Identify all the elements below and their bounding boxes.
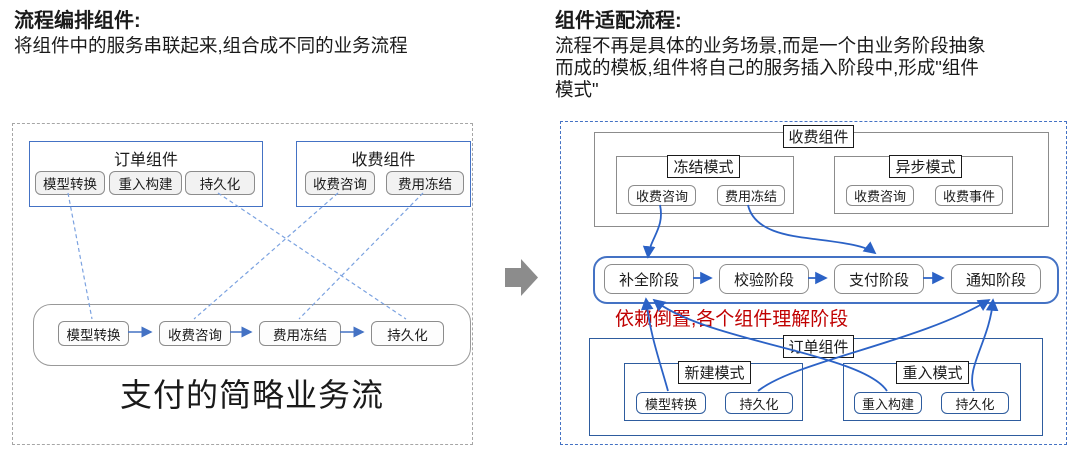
flow-step: 费用冻结 — [259, 321, 341, 346]
right-order-component-label: 订单组件 — [783, 335, 854, 358]
right-title: 组件适配流程: — [555, 10, 682, 32]
left-subtitle: 将组件中的服务串联起来,组合成不同的业务流程 — [14, 35, 408, 56]
right-charge-component-label: 收费组件 — [783, 125, 854, 148]
service-chip: 重入构建 — [109, 171, 182, 195]
stage-box: 补全阶段 — [604, 264, 694, 294]
service-chip: 模型转换 — [636, 392, 706, 414]
flow-step: 持久化 — [371, 321, 444, 346]
new-mode-label: 新建模式 — [678, 361, 751, 384]
freeze-mode-label: 冻结模式 — [667, 155, 740, 178]
right-header: 组件适配流程: 流程不再是具体的业务场景,而是一个由业务阶段抽象 而成的模板,组… — [555, 8, 1075, 101]
left-caption: 支付的简略业务流 — [119, 377, 384, 413]
left-order-component-title: 订单组件 — [113, 152, 178, 169]
left-header: 流程编排组件: 将组件中的服务串联起来,组合成不同的业务流程 — [14, 8, 494, 57]
left-order-component-box: 订单组件 模型转换 重入构建 持久化 — [29, 141, 263, 207]
right-subtitle: 流程不再是具体的业务场景,而是一个由业务阶段抽象 而成的模板,组件将自己的服务插… — [555, 35, 986, 100]
service-chip: 费用冻结 — [386, 171, 464, 195]
service-chip: 收费事件 — [935, 185, 1003, 206]
reentry-mode-label: 重入模式 — [896, 361, 969, 384]
flow-step: 模型转换 — [58, 321, 129, 346]
stage-box: 通知阶段 — [951, 264, 1041, 294]
service-chip: 费用冻结 — [717, 185, 785, 206]
stage-box: 校验阶段 — [719, 264, 809, 294]
service-chip: 收费咨询 — [846, 185, 914, 206]
dependency-inversion-note: 依赖倒置,各个组件理解阶段 — [615, 309, 849, 330]
left-title: 流程编排组件: — [14, 10, 141, 32]
service-chip: 持久化 — [185, 171, 255, 195]
service-chip: 模型转换 — [35, 171, 105, 195]
service-chip: 持久化 — [941, 392, 1009, 414]
left-charge-component-title: 收费组件 — [351, 152, 416, 169]
async-mode-label: 异步模式 — [889, 155, 962, 178]
service-chip: 重入构建 — [854, 392, 922, 414]
stage-box: 支付阶段 — [834, 264, 924, 294]
service-chip: 持久化 — [725, 392, 793, 414]
panel-transition-arrow-icon — [505, 259, 538, 296]
left-charge-component-box: 收费组件 收费咨询 费用冻结 — [296, 141, 471, 207]
left-diagram-panel: 订单组件 模型转换 重入构建 持久化 收费组件 收费咨询 费用冻结 模型转换 收… — [12, 123, 473, 445]
service-chip: 收费咨询 — [305, 171, 375, 195]
flow-step: 收费咨询 — [159, 321, 231, 346]
service-chip: 收费咨询 — [628, 185, 696, 206]
right-diagram-panel: 收费组件 冻结模式 收费咨询 费用冻结 异步模式 收费咨询 收费事件 补全阶段 … — [560, 121, 1067, 445]
